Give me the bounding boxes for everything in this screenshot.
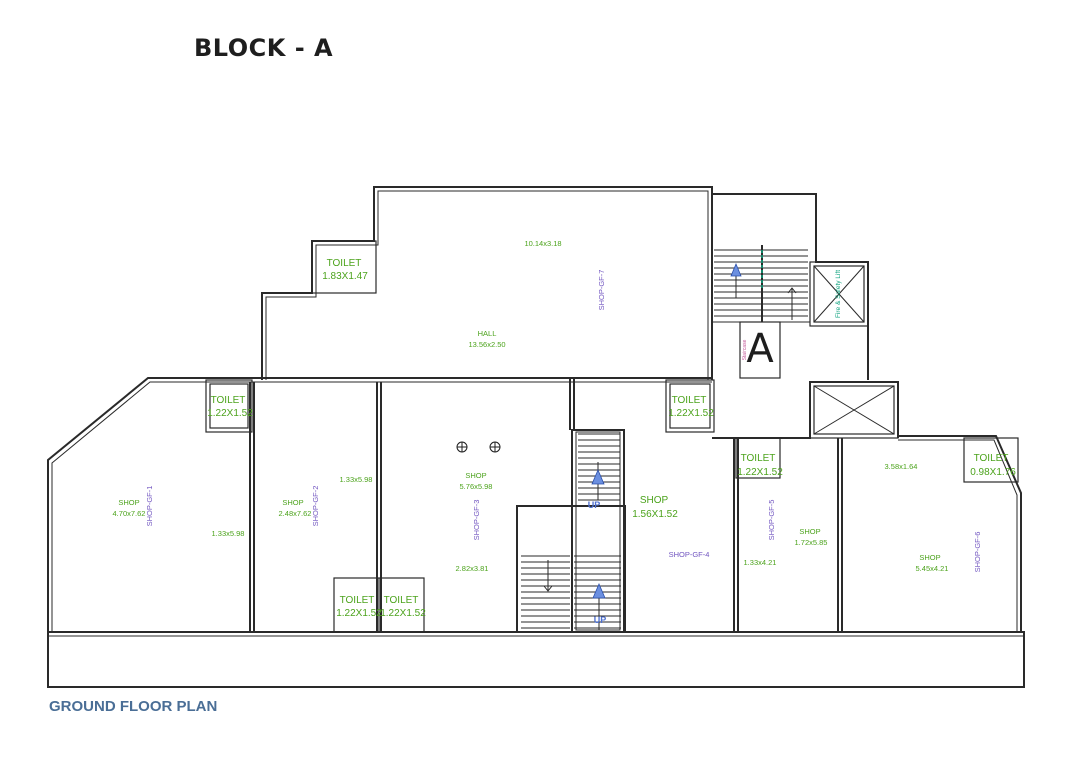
dimension-133x421: 1.33x4.21 (744, 558, 777, 567)
toilet3b-size: 1.22X1.52 (380, 608, 426, 619)
toilet4-name: TOILET (672, 395, 707, 406)
dimension-133x598-b: 1.33x5.98 (340, 475, 373, 484)
hall-dimension-top: 10.14x3.18 (524, 239, 561, 248)
toilet6-size: 0.98X1.76 (970, 467, 1016, 478)
shop1-size: 4.70x7.62 (113, 509, 146, 518)
dimension-133x598-a: 1.33x5.98 (212, 529, 245, 538)
shop6-size: 5.45x4.21 (916, 564, 949, 573)
shop4-name: SHOP (640, 495, 669, 506)
unit-label-gf2: SHOP-GF-2 (311, 486, 320, 527)
block-letter: A (746, 326, 774, 372)
toilet3a-size: 1.22X1.52 (336, 608, 382, 619)
shop6-name: SHOP (919, 553, 940, 562)
lift-label: Fire & Safety Lift (835, 270, 842, 318)
toilet5-size: 1.22X1.52 (737, 467, 783, 478)
labels: TOILET 1.83X1.47 10.14x3.18 SHOP-GF-7 HA… (113, 239, 1017, 625)
up-label-2: UP (594, 615, 607, 625)
unit-label-gf4: SHOP-GF-4 (669, 550, 710, 559)
shop2-size: 2.48x7.62 (279, 509, 312, 518)
unit-label-gf3: SHOP-GF-3 (472, 500, 481, 541)
toilet1-size: 1.22X1.52 (207, 408, 253, 419)
arrow-marks (543, 287, 797, 592)
staircase-label: Staircase (742, 339, 748, 360)
block-marker-box (739, 321, 781, 379)
unit-label-gf1: SHOP-GF-1 (145, 486, 154, 527)
block-title: BLOCK - A (194, 34, 334, 62)
up-arrow-icon (730, 262, 742, 277)
plan-caption: GROUND FLOOR PLAN (49, 698, 218, 715)
dimension-358x164: 3.58x1.64 (885, 462, 918, 471)
shaft-box (813, 385, 895, 435)
toilet6-name: TOILET (974, 453, 1009, 464)
fixture-icons (456, 441, 501, 453)
shop3-name: SHOP (465, 471, 486, 480)
lift-box (813, 265, 865, 323)
shop1-name: SHOP (118, 498, 139, 507)
toilet3a-name: TOILET (340, 595, 375, 606)
dimension-282x381: 2.82x3.81 (456, 564, 489, 573)
toilet1-name: TOILET (211, 395, 246, 406)
unit-label-gf7: SHOP-GF-7 (597, 270, 606, 311)
up-label-1: UP (588, 500, 601, 510)
toilet-top-name: TOILET (327, 258, 362, 269)
shop3-size: 5.76x5.98 (460, 482, 493, 491)
unit-label-gf6: SHOP-GF-6 (973, 532, 982, 573)
up-arrow-icons (591, 262, 742, 599)
walls (47, 186, 1025, 688)
stairs-core (521, 245, 808, 632)
shop4-size: 1.56X1.52 (632, 509, 678, 520)
unit-label-gf5: SHOP-GF-5 (767, 500, 776, 541)
up-arrow-icon (592, 582, 606, 599)
toilet4-size: 1.22X1.52 (668, 408, 714, 419)
shop5-size: 1.72x5.85 (795, 538, 828, 547)
toilet-top-size: 1.83X1.47 (322, 271, 368, 282)
up-arrow-icon (591, 468, 605, 485)
toilet3b-name: TOILET (384, 595, 419, 606)
toilet5-name: TOILET (741, 453, 776, 464)
hall-size: 13.56x2.50 (468, 340, 505, 349)
shop2-name: SHOP (282, 498, 303, 507)
shop5-name: SHOP (799, 527, 820, 536)
hall-name: HALL (478, 329, 497, 338)
